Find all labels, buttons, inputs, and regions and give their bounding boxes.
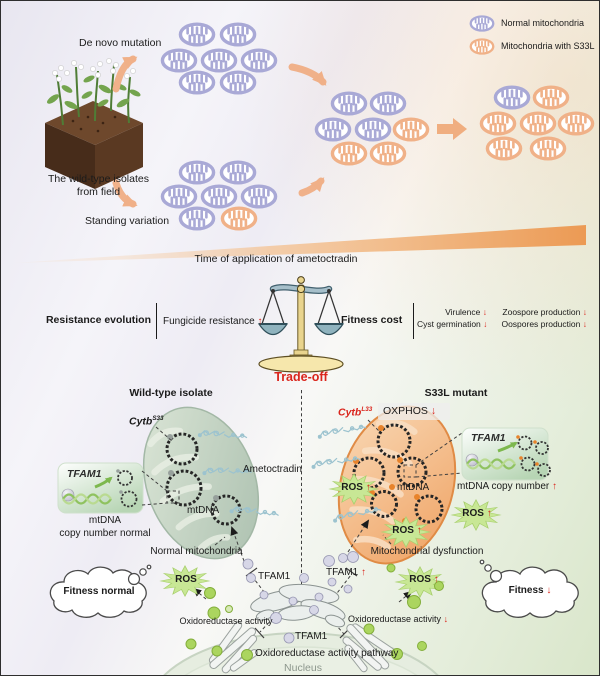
up-arrow: ↑ — [365, 482, 371, 493]
cytb-sup-mutant: L33 — [361, 406, 373, 413]
cytb-sup: S33 — [152, 415, 164, 422]
balance-scale — [257, 276, 345, 373]
legend-label-normal: Normal mitochondria — [501, 18, 585, 29]
normal-mitochondrion-icon — [469, 15, 495, 32]
down-arrow: ↓ — [483, 319, 488, 330]
ros-badge-c: ROS ↑ — [392, 525, 422, 536]
chromatin-complex — [250, 583, 346, 628]
cytb-l33-label: CytbL33 — [338, 406, 372, 419]
legend-item-s33l: Mitochondria with S33L — [469, 38, 595, 55]
mitochondrial-dysfunction-caption: Mitochondrial dysfunction — [370, 546, 484, 557]
tfam1-box-right-label: TFAM1 — [471, 432, 506, 444]
ros-badge-a: ROS ↑ — [341, 482, 371, 493]
oxphos-backdrop — [378, 403, 450, 420]
cyst-germination-item: Cyst germination ↓ — [417, 319, 488, 330]
right-divider — [413, 303, 414, 339]
down-arrow: ↓ — [482, 307, 487, 317]
legend-item-normal: Normal mitochondria — [469, 15, 584, 32]
field-isolates-line2: from field — [76, 186, 121, 199]
field-isolates-label: The wild-type isolates from field — [26, 173, 171, 199]
ros-badge-b: ROS ↑ — [462, 508, 492, 519]
field-plants-illustration — [45, 58, 143, 189]
tfam1-bottom-left-label: TFAM1 — [258, 571, 291, 582]
mtdna-copy-text: mtDNA copy number — [457, 481, 550, 492]
cytb-s33-label: CytbS33 — [129, 415, 164, 428]
cluster-mixed — [314, 91, 430, 166]
tfam1-box-wildtype — [57, 462, 144, 514]
fitness-cost-list: Virulence ↓ Zoospore production ↓ Cyst g… — [417, 307, 587, 329]
right-arrow — [437, 118, 467, 140]
down-arrow: ↓ — [582, 307, 587, 317]
up-arrow: ↑ — [257, 316, 263, 327]
virulence-item: Virulence ↓ — [445, 307, 487, 317]
down-arrow: ↓ — [443, 614, 449, 624]
up-arrow: ↑ — [433, 574, 439, 585]
cluster-standing-variation — [160, 160, 278, 231]
standing-variation-label: Standing variation — [85, 215, 170, 227]
tfam1-protein-dots — [242, 551, 359, 644]
oxidoreductase-activity-left-label: Oxidoreductase activity — [179, 616, 273, 626]
oxphos-label: OXPHOS ↓ — [383, 405, 436, 418]
up-arrow: ↑ — [552, 481, 558, 492]
flow-arrows — [112, 55, 327, 208]
de-novo-mutation-label: De novo mutation — [79, 37, 162, 49]
nucleus-label: Nucleus — [284, 662, 322, 674]
oxidoreductase-activity-right-label: Oxidoreductase activity ↓ — [348, 614, 449, 624]
fitness-cost-row2: Cyst germination ↓ Oospores production ↓ — [417, 319, 587, 329]
cluster-de-novo — [160, 22, 278, 95]
fungicide-resistance-text: Fungicide resistance — [163, 316, 255, 327]
up-arrow: ↑ — [486, 508, 492, 519]
oxphos-text: OXPHOS — [383, 405, 428, 417]
left-divider — [156, 303, 157, 339]
legend-label-s33l: Mitochondria with S33L — [501, 41, 595, 52]
time-of-application-label: Time of application of ametoctradin — [194, 253, 358, 265]
fitness-cost-title: Fitness cost — [341, 314, 403, 326]
up-arrow: ↑ — [361, 567, 367, 578]
mtdna-label-mutant: mtDNA — [397, 482, 430, 493]
time-wedge — [14, 225, 586, 263]
zoospore-item: Zoospore production ↓ — [502, 307, 587, 317]
cluster-mostly-mutant — [479, 85, 595, 161]
oospores-item: Oospores production ↓ — [501, 319, 587, 330]
normal-mitochondria-caption: Normal mitochondria — [150, 546, 243, 557]
wildtype-title: Wild-type isolate — [129, 387, 213, 399]
fitness-cloud-right — [479, 559, 579, 618]
oxidoreductase-dots — [185, 563, 444, 661]
tfam1-box-mutant — [461, 427, 551, 481]
resistance-evolution-title: Resistance evolution — [45, 314, 151, 326]
up-arrow: ↑ — [416, 525, 422, 536]
mtdna-copy-line1: mtDNA — [88, 515, 122, 526]
tfam1-box-left-label: TFAM1 — [67, 468, 102, 480]
ametoctradin-label: Ametoctradin — [243, 464, 302, 475]
oxidoreductase-pathway-label: Oxidoreductase activity pathway — [255, 648, 399, 659]
fitness-cost-row1: Virulence ↓ Zoospore production ↓ — [417, 307, 587, 317]
tfam1-bottom-right-label: TFAM1 ↑ — [326, 567, 367, 578]
mtdna-copy-normal-label: mtDNA copy number normal — [53, 515, 157, 540]
fitness-down-label: Fitness ↓ — [508, 585, 552, 596]
ros-badge-bottom-left: ROS — [175, 574, 197, 585]
tradeoff-label: Trade-off — [274, 370, 328, 384]
ros-badge-bottom-right: ROS ↑ — [409, 574, 439, 585]
s33l-mitochondrion-icon — [469, 38, 495, 55]
wildtype-mitochondrion — [142, 406, 260, 560]
mtdna-label-wildtype: mtDNA — [187, 505, 220, 516]
down-arrow: ↓ — [430, 405, 437, 417]
fitness-cloud-left — [49, 564, 152, 618]
cytb-gene-mutant: Cytb — [338, 406, 362, 419]
fitness-normal-label: Fitness normal — [63, 586, 135, 597]
tfam1-center-label: TFAM1 — [295, 631, 328, 642]
fungicide-resistance-label: Fungicide resistance ↑ — [163, 316, 263, 328]
down-arrow: ↓ — [582, 319, 587, 330]
down-arrow: ↓ — [546, 585, 552, 596]
mutant-title: S33L mutant — [424, 387, 488, 399]
mtdna-copy-line2: copy number normal — [59, 527, 151, 539]
field-isolates-line1: The wild-type isolates — [48, 173, 149, 185]
cytb-gene: Cytb — [129, 415, 153, 428]
mtdna-copy-number-label: mtDNA copy number ↑ — [457, 481, 557, 493]
